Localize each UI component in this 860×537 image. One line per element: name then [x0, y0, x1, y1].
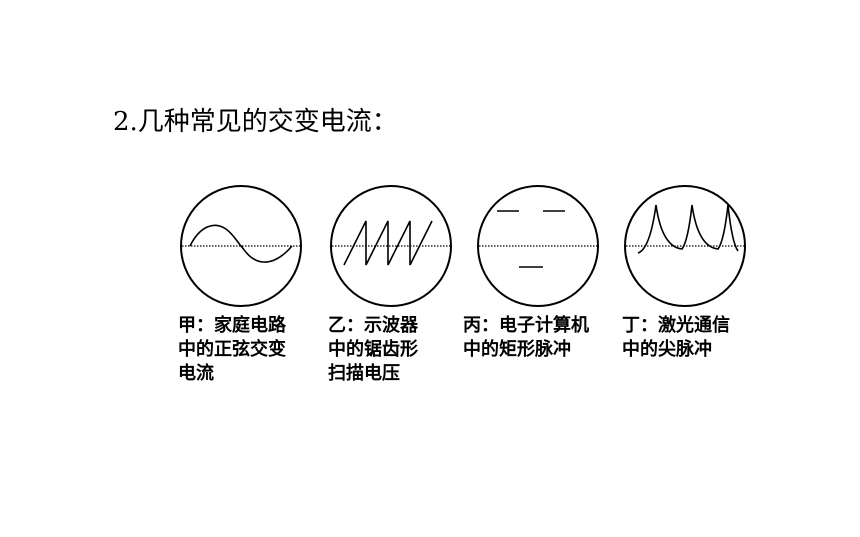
- scope-circle: [180, 185, 302, 307]
- caption-line: 中的矩形脉冲: [463, 339, 571, 360]
- caption-rectangular: 丙：电子计算机 中的矩形脉冲: [463, 314, 613, 362]
- caption-line: 扫描电压: [328, 363, 400, 384]
- sawtooth-curve: [343, 220, 433, 266]
- scope-circle: [624, 185, 746, 307]
- caption-line: 乙：示波器: [328, 315, 418, 336]
- caption-spike: 丁：激光通信 中的尖脉冲: [622, 314, 772, 362]
- scope-sawtooth: [328, 183, 454, 309]
- caption-sine: 甲：家庭电路 中的正弦交变 电流: [178, 314, 328, 386]
- scope-circle: [330, 185, 452, 307]
- sine-wave-diagram: [180, 185, 302, 307]
- sine-curve: [189, 224, 293, 263]
- sawtooth-diagram: [330, 185, 452, 307]
- section-heading: 2.几种常见的交变电流：: [113, 107, 398, 137]
- spike-pulse-diagram: [624, 185, 746, 307]
- caption-line: 中的正弦交变: [178, 339, 286, 360]
- scope-circle: [477, 185, 599, 307]
- caption-line: 甲：家庭电路: [178, 315, 286, 336]
- caption-line: 丙：电子计算机: [463, 315, 589, 336]
- scope-spike: [622, 183, 748, 309]
- rectangular-pulse-diagram: [477, 185, 599, 307]
- scope-rectangular: [475, 183, 601, 309]
- caption-line: 中的尖脉冲: [622, 339, 712, 360]
- scope-sine: [178, 183, 304, 309]
- caption-line: 中的锯齿形: [328, 339, 418, 360]
- spike-curve: [637, 204, 739, 254]
- caption-sawtooth: 乙：示波器 中的锯齿形 扫描电压: [328, 314, 478, 386]
- caption-line: 电流: [178, 363, 214, 384]
- caption-line: 丁：激光通信: [622, 315, 730, 336]
